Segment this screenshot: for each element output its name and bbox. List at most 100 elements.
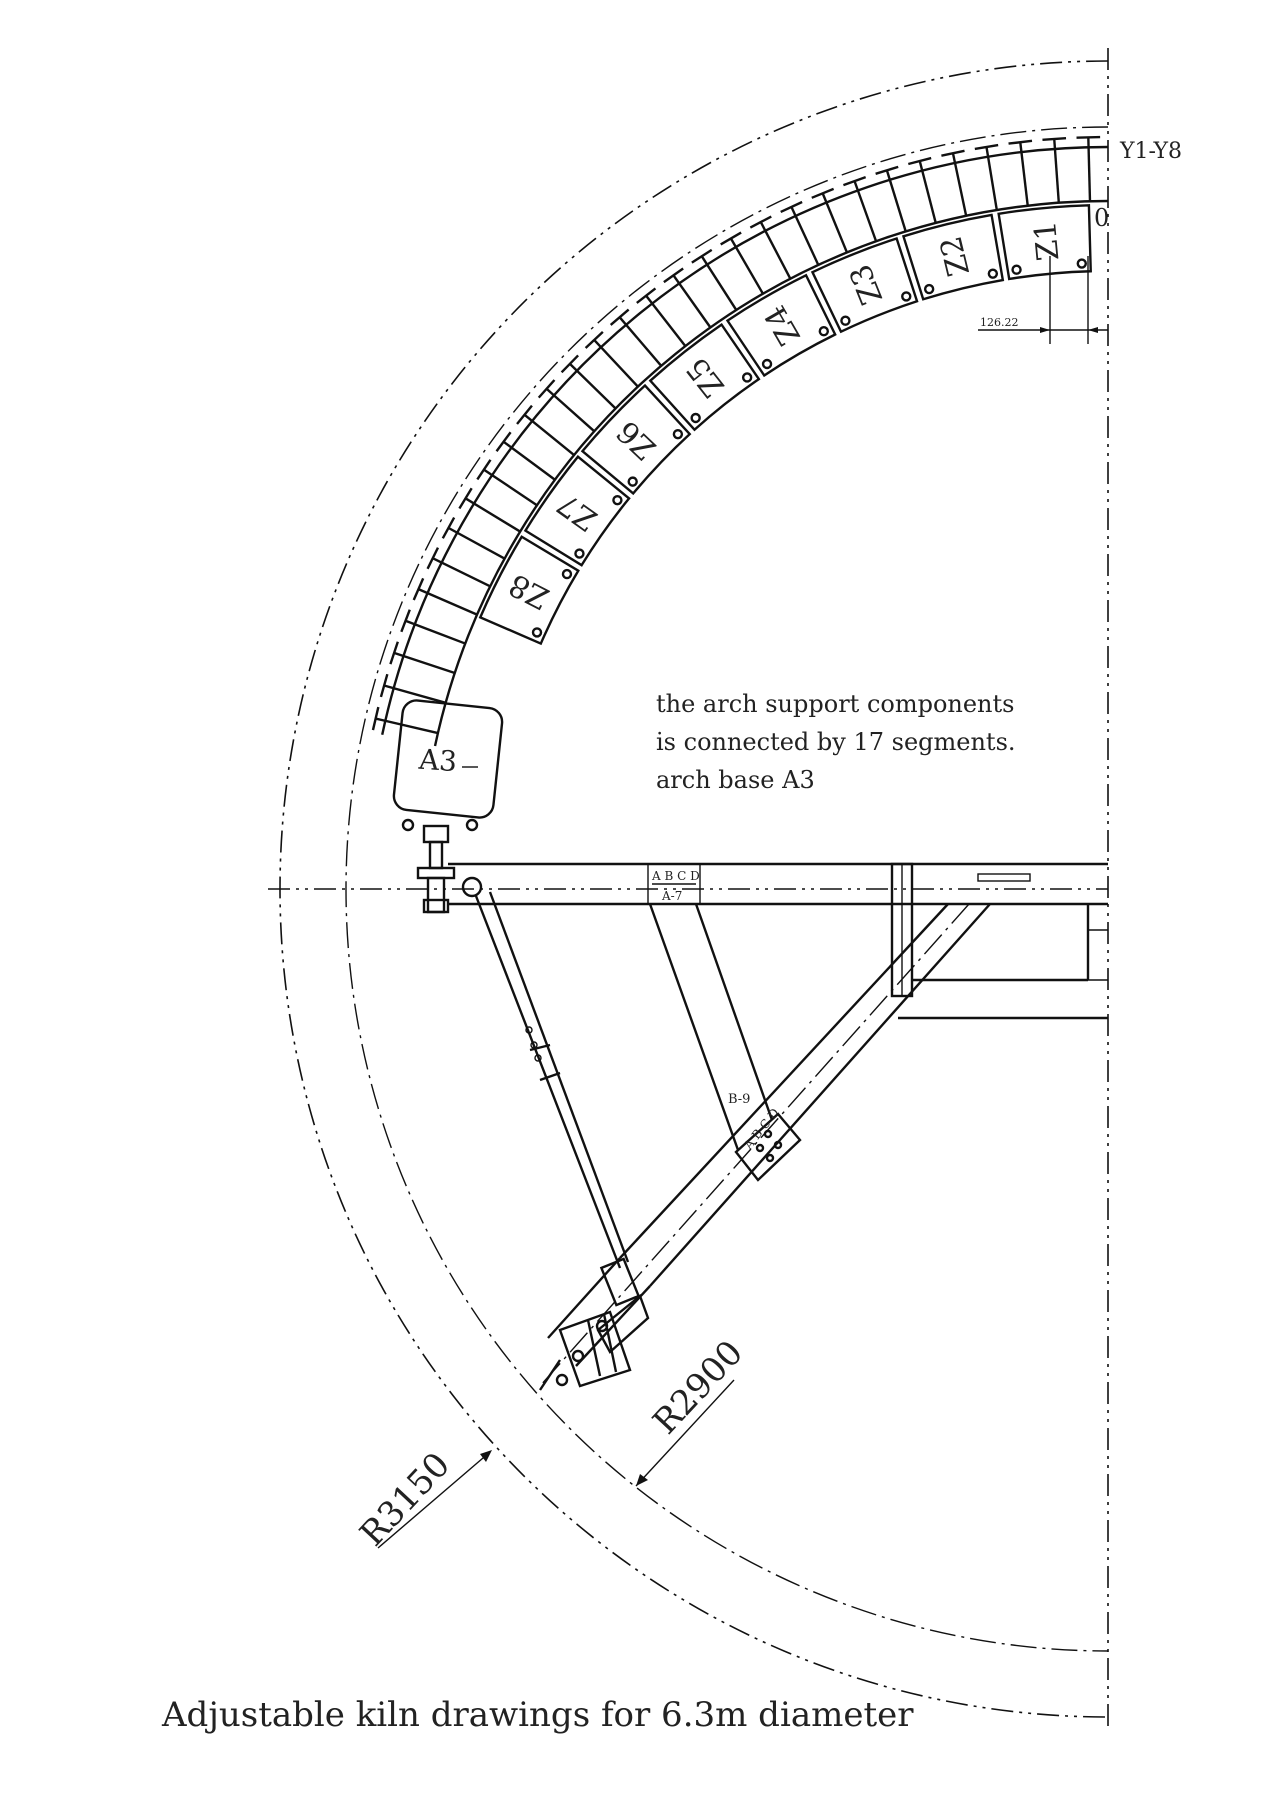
rib-flange [584, 331, 604, 349]
rib-web [759, 221, 792, 280]
rib-web [568, 362, 617, 410]
rib-web [447, 526, 506, 560]
rib-flange [458, 487, 473, 510]
arch-segment [901, 213, 1005, 301]
segment-bolt [672, 428, 684, 440]
inner-strut [648, 903, 774, 1151]
rib-web [1053, 138, 1061, 203]
rib-web [821, 192, 849, 253]
adjustable-rod [461, 876, 650, 1391]
rib-web [645, 294, 687, 347]
rib-flange [843, 175, 867, 187]
arch-base-a3: A3 [392, 699, 504, 914]
segment-bolt [627, 476, 638, 487]
rib-flange [609, 308, 630, 326]
segment-label: Z3 [843, 259, 890, 309]
rib-flange [875, 165, 899, 175]
segment-bolt [840, 315, 851, 326]
segment-bolt [531, 627, 543, 638]
segment-label: Z4 [758, 299, 808, 351]
arch-segment [725, 273, 837, 378]
rib-chord-inner [433, 199, 1109, 747]
arch-segment [648, 322, 761, 432]
rib-web [383, 684, 446, 704]
rib-flange [974, 143, 999, 151]
rib-flange [749, 215, 772, 229]
brace-mark-label: B-9 [728, 1092, 750, 1107]
rib-flange [389, 641, 399, 665]
rib-web [918, 160, 937, 224]
beam-holes-label: A B C D [651, 869, 700, 883]
zero-label: 0 [1094, 204, 1109, 232]
horizontal-beam [448, 862, 1108, 1020]
segment-bolt [612, 494, 623, 506]
rib-flange [379, 673, 389, 698]
rib-web [464, 497, 521, 533]
rib-web [393, 651, 456, 675]
arch-segment [997, 204, 1092, 281]
rib-flange [1042, 136, 1067, 142]
segment-bolt [987, 268, 999, 279]
rib-web [885, 169, 907, 232]
rib-flange [780, 200, 803, 214]
segment-label: Z2 [934, 233, 977, 280]
rib-web [1019, 141, 1029, 206]
rib-web [672, 274, 712, 329]
rib-flange [371, 706, 380, 731]
rib-flange [441, 516, 456, 539]
a3-label: A3 [417, 743, 458, 779]
rib-web [729, 237, 764, 295]
segment-bolt [741, 372, 753, 383]
r2900-label: R2900 [645, 1333, 751, 1442]
segment-label: Z5 [680, 351, 732, 404]
rib-flange [663, 267, 684, 284]
gap-dimension-label: 126.22 [980, 316, 1019, 329]
gap-dimension: 126.22 [978, 256, 1108, 344]
rib-flange [720, 231, 742, 246]
beam-mark-label: A-7 [661, 889, 682, 903]
inner-radius-circle [345, 126, 1109, 1652]
r3150-label: R3150 [352, 1445, 458, 1554]
segment-bolt [923, 283, 935, 295]
rib-flange [516, 404, 533, 425]
rib-web [853, 180, 878, 242]
arch-segment [478, 535, 580, 646]
segment-bolt [690, 412, 701, 424]
rib-flange [426, 547, 440, 570]
arch-segment [523, 455, 631, 567]
arch-support-assembly [371, 135, 1109, 747]
segment-bolt [761, 358, 773, 370]
note-line-1: the arch support components [656, 690, 1014, 718]
rib-flange [941, 149, 965, 157]
rib-web [545, 387, 596, 433]
rib-web [593, 339, 639, 388]
segment-label: Z6 [610, 413, 663, 466]
r3150-annotation: R3150 [352, 1445, 492, 1554]
rib-flange [476, 459, 492, 481]
rib-flange [636, 287, 657, 304]
rib-flange [400, 609, 411, 633]
rib-web [790, 206, 820, 266]
segment-bolt [574, 548, 585, 559]
arch-segment [580, 383, 692, 496]
segment-label: Z1 [1028, 219, 1067, 262]
segment-bolt [1011, 264, 1022, 275]
rib-flange [537, 379, 556, 399]
rib-flange [691, 248, 713, 264]
rib-web [405, 619, 466, 645]
segment-bolt [901, 291, 912, 302]
note-line-3: arch base A3 [656, 766, 815, 794]
rib-flange [1076, 135, 1101, 139]
rib-web [432, 557, 491, 588]
rib-flange [1008, 139, 1033, 145]
rib-web [483, 468, 538, 507]
rib-flange [811, 187, 835, 199]
outer-radius-circle [279, 60, 1109, 1718]
rib-web [417, 588, 478, 616]
rib-flange [495, 431, 512, 452]
rib-web [502, 440, 556, 481]
rib-web [618, 316, 663, 367]
r2900-annotation: R2900 [635, 1333, 751, 1487]
drawing-title: Adjustable kiln drawings for 6.3m diamet… [161, 1695, 914, 1735]
